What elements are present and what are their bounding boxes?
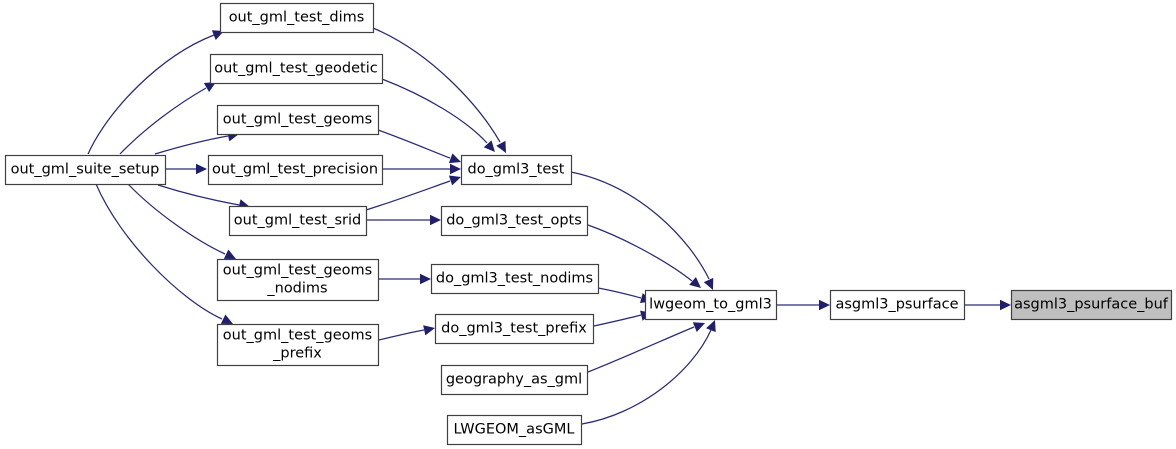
node-box[interactable] xyxy=(228,205,368,237)
node-label: do_gml3_test_nodims xyxy=(436,271,593,287)
edge-out_gml_test_srid-to-do_gml3_test xyxy=(365,175,461,211)
node-box[interactable] xyxy=(829,289,966,321)
node-out_gml_test_geoms_nodims[interactable]: out_gml_test_geoms _nodims xyxy=(216,258,380,302)
node-box[interactable] xyxy=(1010,289,1173,321)
node-box[interactable] xyxy=(644,289,778,321)
edge-out_gml_test_geoms_nodims-to-do_gml3_test_nodims xyxy=(379,273,431,285)
node-label: out_gml_test_dims xyxy=(229,10,365,26)
arrowhead-icon xyxy=(223,249,236,259)
node-do_gml3_test_prefix[interactable]: do_gml3_test_prefix xyxy=(434,313,595,345)
arrowhead-icon xyxy=(496,140,506,153)
arrowhead-icon xyxy=(196,163,207,175)
node-label: _nodims xyxy=(266,281,327,297)
edge-do_gml3_test_opts-to-lwgeom_to_gml3 xyxy=(587,224,701,288)
node-label: _prefix xyxy=(272,346,322,362)
node-asgml3_psurface[interactable]: asgml3_psurface xyxy=(829,289,966,321)
edge-layer xyxy=(87,27,1011,425)
edge-out_gml_test_dims-to-do_gml3_test xyxy=(372,27,506,153)
arrowhead-icon xyxy=(483,140,495,152)
node-do_gml3_test_opts[interactable]: do_gml3_test_opts xyxy=(440,205,589,237)
node-label: geography_as_gml xyxy=(446,372,582,388)
arrowhead-icon xyxy=(430,214,441,226)
edge-do_gml3_test_prefix-to-lwgeom_to_gml3 xyxy=(593,310,652,327)
arrowhead-icon xyxy=(420,273,431,285)
node-do_gml3_test_nodims[interactable]: do_gml3_test_nodims xyxy=(430,263,600,295)
node-LWGEOM_asGML[interactable]: LWGEOM_asGML xyxy=(446,414,583,446)
node-label: asgml3_psurface xyxy=(835,297,958,313)
edge-out_gml_test_precision-to-do_gml3_test xyxy=(383,163,461,175)
edge-LWGEOM_asGML-to-lwgeom_to_gml3 xyxy=(581,320,716,425)
node-label: lwgeom_to_gml3 xyxy=(649,297,772,313)
edge-lwgeom_to_gml3-to-asgml3_psurface xyxy=(777,299,830,311)
node-label: asgml3_psurface_buf xyxy=(1014,297,1169,313)
node-out_gml_test_dims[interactable]: out_gml_test_dims xyxy=(219,2,375,34)
node-out_gml_test_srid[interactable]: out_gml_test_srid xyxy=(228,205,368,237)
edge-out_gml_test_geodetic-to-do_gml3_test xyxy=(381,78,495,152)
node-label: out_gml_test_geoms xyxy=(223,328,372,344)
node-layer: out_gml_suite_setup out_gml_test_dims out_… xyxy=(4,2,1173,446)
node-lwgeom_to_gml3[interactable]: lwgeom_to_gml3 xyxy=(644,289,778,321)
node-out_gml_test_geoms_prefix[interactable]: out_gml_test_geoms _prefix xyxy=(216,323,380,367)
node-do_gml3_test[interactable]: do_gml3_test xyxy=(460,154,573,186)
node-label: out_gml_test_precision xyxy=(212,162,378,178)
node-label: out_gml_test_geodetic xyxy=(214,61,378,77)
node-box[interactable] xyxy=(430,263,600,295)
node-out_gml_test_precision[interactable]: out_gml_test_precision xyxy=(207,154,384,186)
arrowhead-icon xyxy=(203,82,216,93)
node-box[interactable] xyxy=(219,2,375,34)
node-box[interactable] xyxy=(216,104,380,136)
arrowhead-icon xyxy=(819,299,830,311)
node-label: do_gml3_test_prefix xyxy=(441,321,587,337)
node-box[interactable] xyxy=(4,154,167,186)
node-label: out_gml_suite_setup xyxy=(11,162,160,178)
node-label: do_gml3_test xyxy=(467,162,564,178)
edge-out_gml_test_geoms_prefix-to-do_gml3_test_prefix xyxy=(378,325,435,341)
node-box[interactable] xyxy=(207,154,384,186)
node-box[interactable] xyxy=(216,258,380,302)
node-out_gml_test_geoms[interactable]: out_gml_test_geoms xyxy=(216,104,380,136)
arrowhead-icon xyxy=(1000,299,1011,311)
node-label: out_gml_test_geoms xyxy=(223,263,372,279)
node-box[interactable] xyxy=(446,414,583,446)
edge-out_gml_suite_setup-to-out_gml_test_geoms_prefix xyxy=(95,183,233,324)
node-box[interactable] xyxy=(460,154,573,186)
edge-out_gml_test_geoms-to-do_gml3_test xyxy=(377,129,461,164)
arrowhead-icon xyxy=(448,153,461,164)
node-out_gml_test_geodetic[interactable]: out_gml_test_geodetic xyxy=(209,53,384,85)
edge-out_gml_suite_setup-to-out_gml_test_precision xyxy=(166,163,207,175)
edge-out_gml_test_srid-to-do_gml3_test_opts xyxy=(367,214,441,226)
node-box[interactable] xyxy=(209,53,384,85)
arrowhead-icon xyxy=(703,277,714,290)
edge-geography_as_gml-to-lwgeom_to_gml3 xyxy=(587,322,705,373)
node-label: LWGEOM_asGML xyxy=(454,422,575,438)
node-label: out_gml_test_geoms xyxy=(223,112,372,128)
arrowhead-icon xyxy=(448,175,461,186)
node-geography_as_gml[interactable]: geography_as_gml xyxy=(440,364,589,396)
edge-asgml3_psurface-to-asgml3_psurface_buf xyxy=(965,299,1011,311)
node-out_gml_suite_setup[interactable]: out_gml_suite_setup xyxy=(4,154,167,186)
arrowhead-icon xyxy=(220,314,233,324)
edge-out_gml_suite_setup-to-out_gml_test_geodetic xyxy=(119,82,216,155)
node-asgml3_psurface_buf[interactable]: asgml3_psurface_buf xyxy=(1010,289,1173,321)
arrowhead-icon xyxy=(423,325,435,336)
edge-out_gml_suite_setup-to-out_gml_test_geoms_nodims xyxy=(127,183,236,259)
edge-do_gml3_test-to-lwgeom_to_gml3 xyxy=(570,171,714,290)
node-box[interactable] xyxy=(440,364,589,396)
node-box[interactable] xyxy=(434,313,595,345)
node-label: do_gml3_test_opts xyxy=(446,213,582,229)
node-label: out_gml_test_srid xyxy=(234,213,361,229)
arrowhead-icon xyxy=(692,322,705,332)
node-box[interactable] xyxy=(216,323,380,367)
node-box[interactable] xyxy=(440,205,589,237)
edge-out_gml_suite_setup-to-out_gml_test_dims xyxy=(87,30,224,155)
arrowhead-icon xyxy=(450,163,461,175)
arrowhead-icon xyxy=(706,320,716,333)
arrowhead-icon xyxy=(689,276,701,288)
